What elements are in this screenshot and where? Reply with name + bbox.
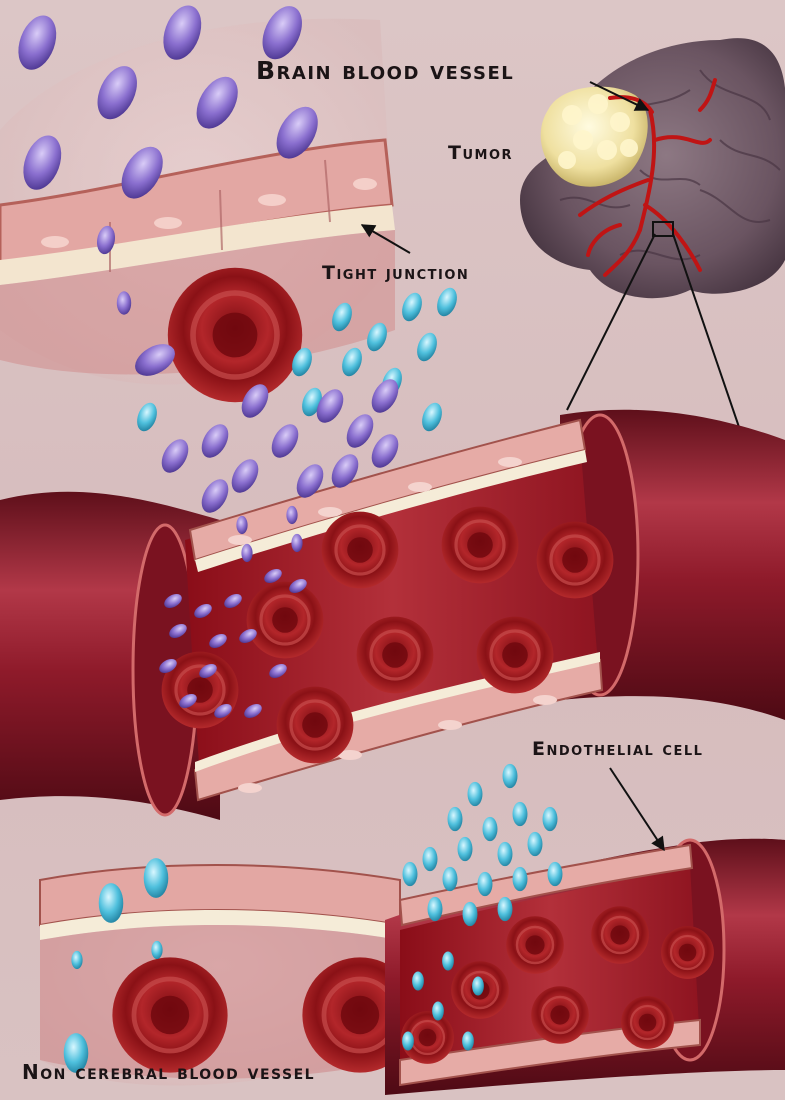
label-non-cerebral-blood-vessel: Non cerebral blood vessel [22,1060,316,1084]
tight-junction-line [0,205,395,285]
tumor-icon [540,86,648,187]
endothelial-arrow-icon [609,767,665,852]
cerebral-vessel-magnified-view [0,0,395,402]
label-endothelial-cell: Endothelial cell [532,738,704,760]
tight-junction-arrow-icon [360,224,411,254]
zoom-region [652,221,674,237]
label-tumor: Tumor [448,142,514,164]
red-blood-cell-icon [168,268,302,402]
zoom-guide-lines [566,233,741,431]
cerebral-vessel [0,285,785,820]
brain-vessel-arrow-icon [589,81,650,111]
cell-nuclei [41,178,377,248]
label-tight-junction: Tight junction [322,262,470,284]
non-cerebral-vessel [39,763,785,1095]
artery-icon [578,78,717,277]
label-brain-blood-vessel: Brain blood vessel [256,56,515,85]
